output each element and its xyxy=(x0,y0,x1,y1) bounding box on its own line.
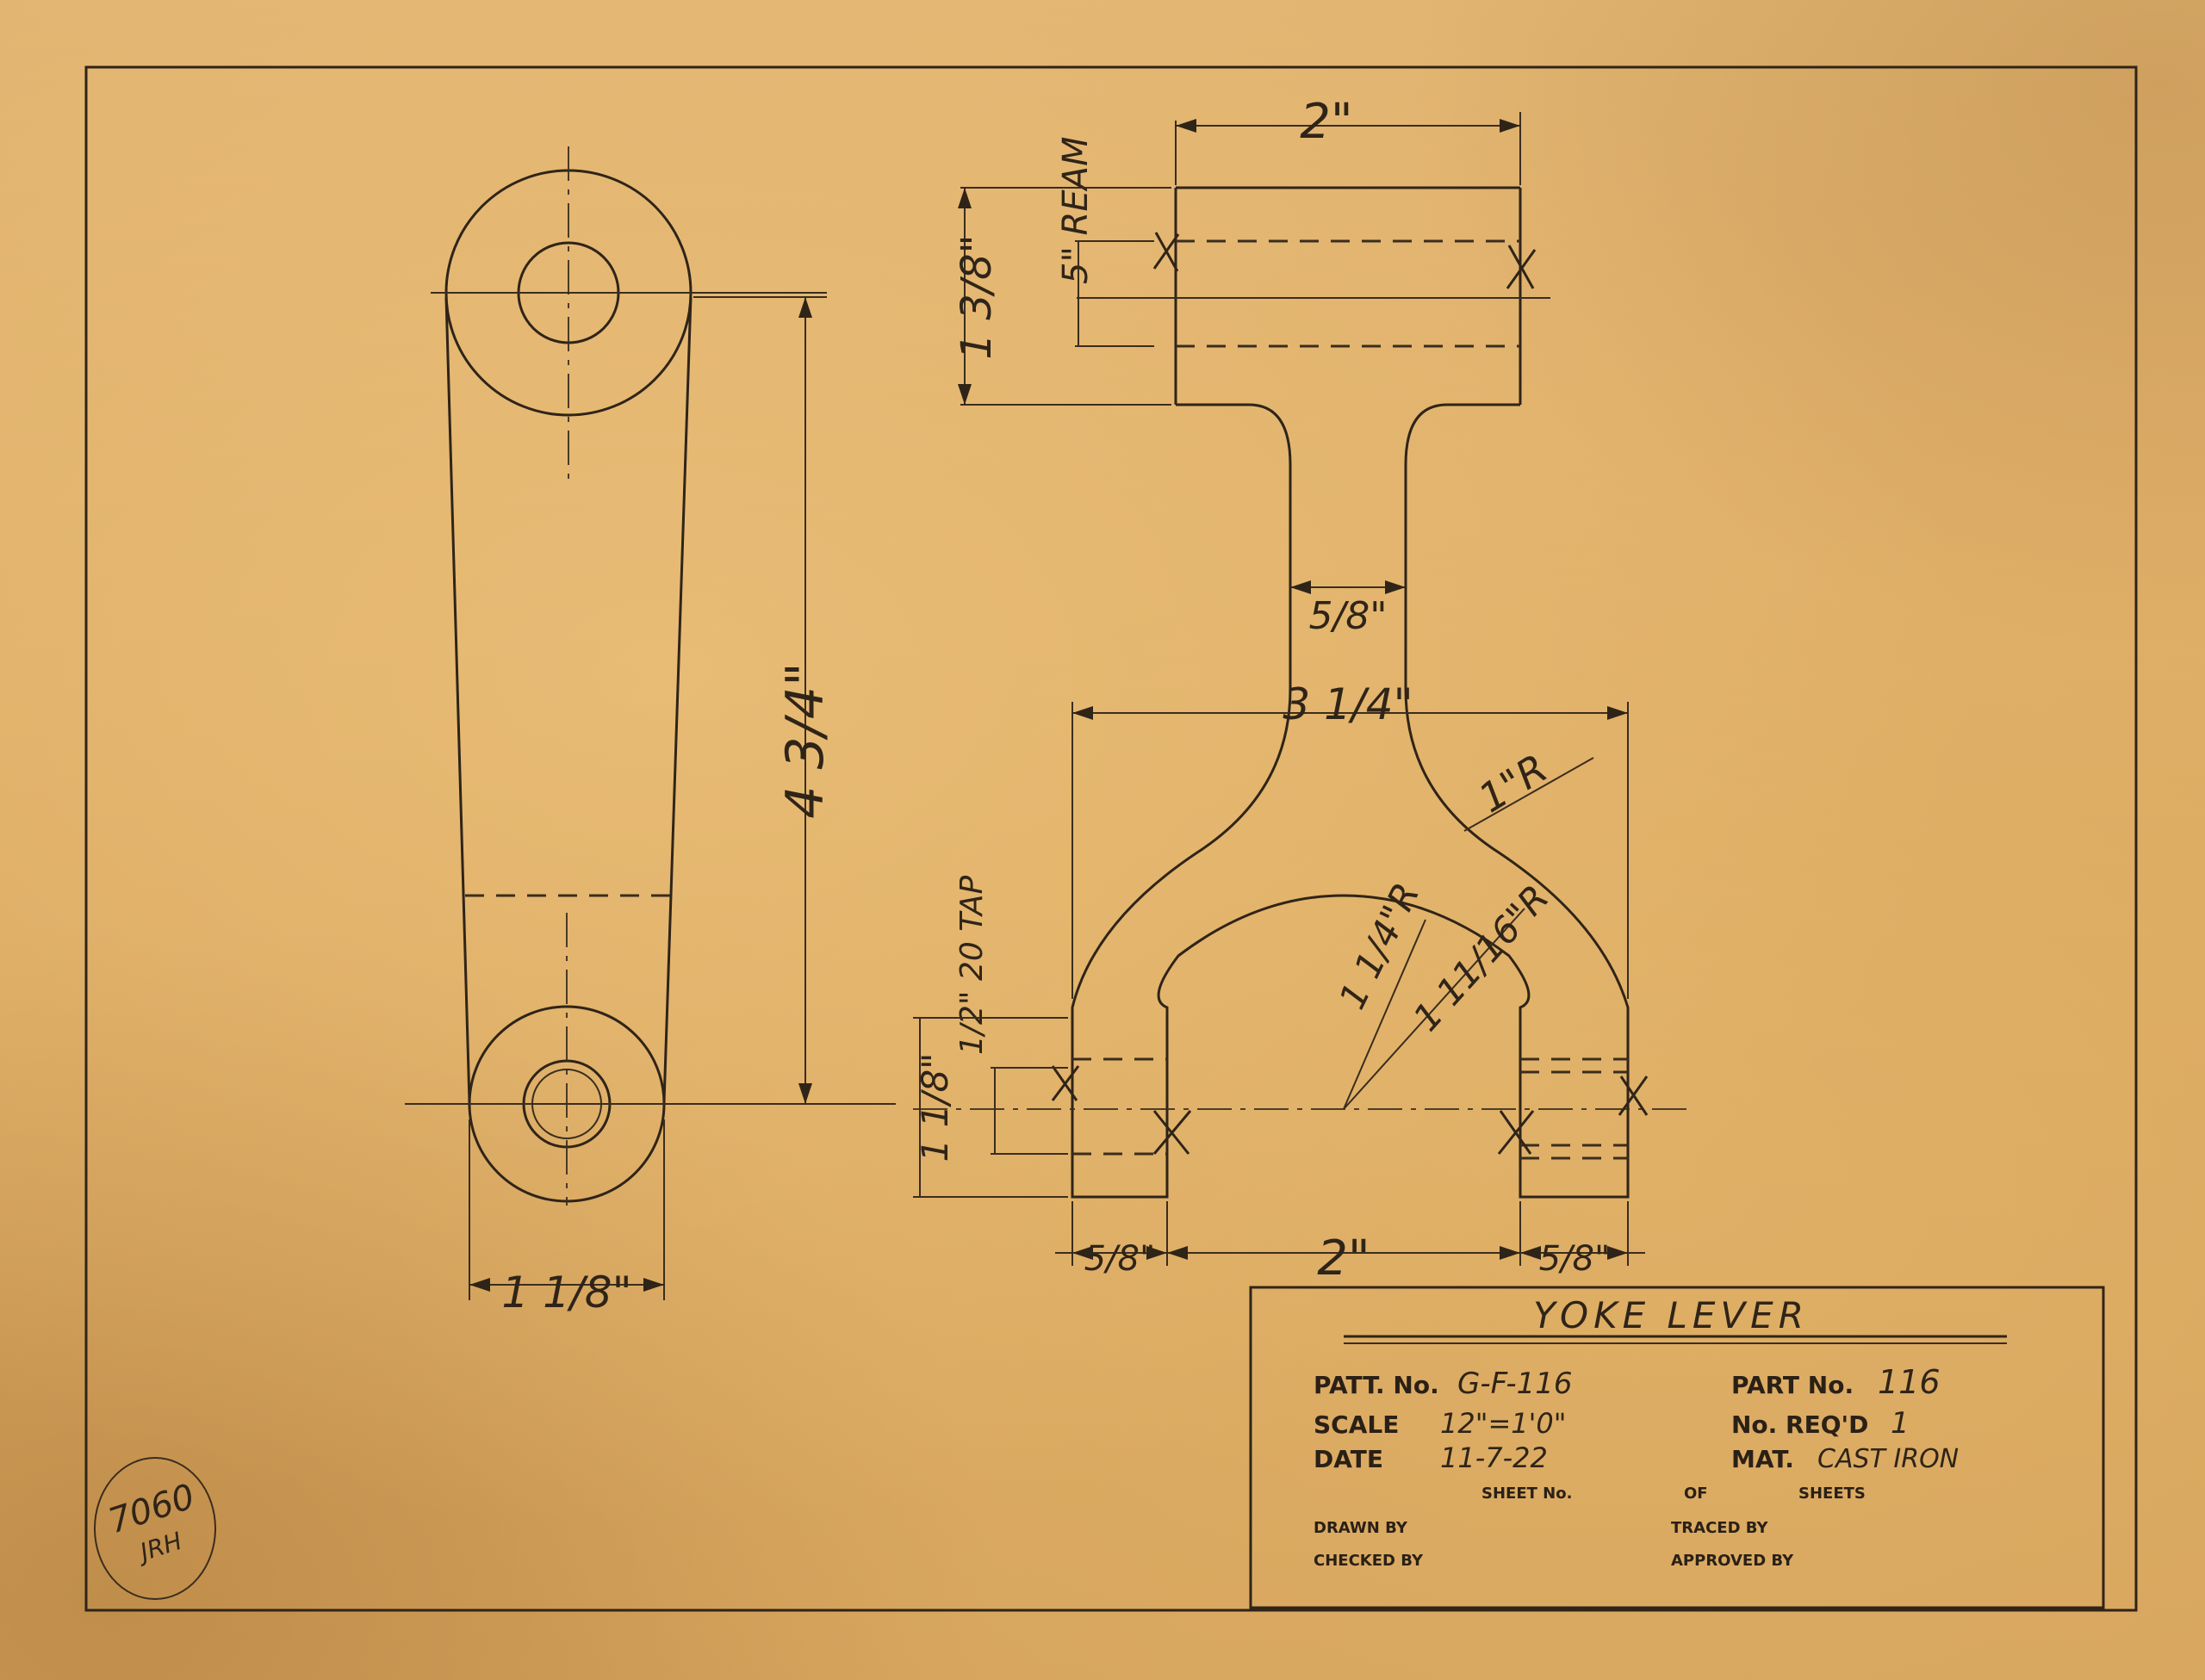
title-block: YOKE LEVER PATT. No. G-F-116 PART No. 11… xyxy=(1249,1286,2105,1609)
dim-prong-left: 5/8" xyxy=(1084,1239,1156,1279)
part-label: PART No. xyxy=(1731,1371,1854,1399)
scale-label: SCALE xyxy=(1314,1410,1399,1439)
reqd-value: 1 xyxy=(1891,1406,1910,1441)
x-mark-3 xyxy=(1051,1065,1080,1101)
reqd-label: No. REQ'D xyxy=(1731,1410,1868,1439)
dim-prong-gap: 2" xyxy=(1317,1231,1370,1286)
date-label: DATE xyxy=(1314,1445,1383,1473)
dim-side-length: 4 3/4" xyxy=(775,662,835,818)
dim-outer-radius: 1 11/16"R xyxy=(1405,877,1557,1039)
x-mark-1 xyxy=(1152,232,1180,272)
prong-dim-arrows xyxy=(1072,1246,1628,1260)
stamp-circle xyxy=(94,1457,216,1600)
approved-by-label: APPROVED BY xyxy=(1671,1552,1794,1570)
outer-radius-leader xyxy=(1343,908,1525,1110)
patt-value: G-F-116 xyxy=(1457,1367,1572,1401)
traced-by-label: TRACED BY xyxy=(1671,1519,1769,1537)
x-mark-6 xyxy=(1618,1076,1649,1116)
yoke-outline xyxy=(1071,403,1630,1199)
dim-stem-width: 5/8" xyxy=(1308,594,1387,638)
dim-prong-right: 5/8" xyxy=(1539,1239,1611,1279)
sheet-no-label: SHEET No. xyxy=(1481,1485,1572,1503)
x-mark-2 xyxy=(1506,245,1537,289)
patt-label: PATT. No. xyxy=(1314,1371,1439,1399)
dim-side-width: 1 1/8" xyxy=(501,1268,631,1317)
date-value: 11-7-22 xyxy=(1440,1441,1548,1474)
side-view: 4 3/4" 1 1/8" xyxy=(405,146,896,1317)
arm-right-edge xyxy=(662,296,693,1103)
inner-radius-leader xyxy=(1343,919,1426,1110)
x-mark-4 xyxy=(1152,1110,1192,1155)
part-value: 116 xyxy=(1878,1363,1941,1401)
title-block-frame xyxy=(1249,1286,2105,1609)
front-view: 2" 5" REAM 1 3/8" 5/8" 3 1/4" 1"R 1 1/4"… xyxy=(913,94,1688,1286)
dim-fork-boss-height: 1 1/8" xyxy=(914,1053,956,1162)
checked-by-label: CHECKED BY xyxy=(1314,1552,1424,1570)
of-label: OF xyxy=(1684,1485,1708,1503)
x-mark-5 xyxy=(1497,1110,1535,1155)
arm-left-edge xyxy=(444,296,471,1103)
sheets-label: SHEETS xyxy=(1798,1485,1866,1503)
dim-fillet-radius: 1"R xyxy=(1470,745,1555,821)
dim-boss-height: 1 3/8" xyxy=(953,234,1001,359)
dim-fork-width: 3 1/4" xyxy=(1283,679,1413,729)
scale-value: 12"=1'0" xyxy=(1440,1407,1566,1440)
tap-note: 1/2" 20 TAP xyxy=(954,875,990,1055)
ream-note: 5" REAM xyxy=(1056,136,1096,284)
dim-top-width: 2" xyxy=(1300,94,1352,150)
archive-stamp: 7060 JRH xyxy=(94,1457,216,1600)
fillet-leader xyxy=(1463,757,1594,832)
mat-label: MAT. xyxy=(1731,1445,1794,1473)
mat-value: CAST IRON xyxy=(1817,1444,1959,1474)
drawing-title: YOKE LEVER xyxy=(1533,1294,1809,1336)
drawn-by-label: DRAWN BY xyxy=(1314,1519,1408,1537)
dim-inner-radius: 1 1/4"R xyxy=(1331,877,1428,1016)
border-frame xyxy=(84,65,2138,1612)
dim-arrows-width xyxy=(469,1278,664,1292)
stamp-number: 7060 xyxy=(103,1477,199,1541)
